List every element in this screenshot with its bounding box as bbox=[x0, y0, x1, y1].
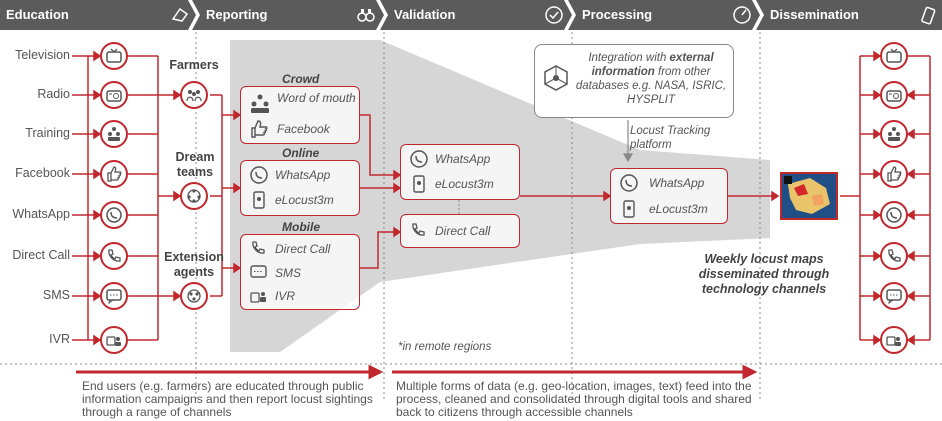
channel-facebook-label: Facebook bbox=[15, 166, 70, 180]
mobile-item-ivr: IVR bbox=[275, 289, 296, 303]
network-cube-icon bbox=[544, 65, 568, 91]
phone-icon bbox=[880, 242, 908, 270]
tracking-platform-label: Locust Tracking platform bbox=[630, 125, 711, 151]
validation-row-direct-call: Direct Call bbox=[409, 221, 490, 241]
whatsapp-icon bbox=[250, 166, 268, 184]
ivr-icon bbox=[250, 292, 266, 303]
sms-icon bbox=[880, 282, 908, 310]
channel-television-label: Television bbox=[15, 48, 70, 62]
online-box: WhatsApp eLocust3m bbox=[240, 160, 360, 216]
processing-row-whatsapp: WhatsApp bbox=[619, 173, 704, 193]
map-illustration bbox=[782, 174, 836, 218]
mobile-item-direct-call: Direct Call bbox=[275, 242, 331, 256]
bottom-right-description: Multiple forms of data (e.g. geo-locatio… bbox=[396, 379, 752, 419]
whatsapp-icon bbox=[880, 201, 908, 229]
dial-icon bbox=[733, 6, 751, 24]
whatsapp-icon bbox=[410, 150, 428, 168]
crowd-thumbs-up-icon bbox=[251, 120, 268, 138]
processing-item-whatsapp: WhatsApp bbox=[649, 176, 705, 190]
crowd-box: Word of mouth Facebook bbox=[240, 86, 360, 144]
radio-icon bbox=[100, 81, 128, 109]
remote-footnote: *in remote regions bbox=[398, 341, 492, 353]
phone-icon bbox=[252, 241, 265, 254]
bottom-left-description: End users (e.g. farmers) are educated th… bbox=[82, 379, 373, 419]
validation-item-whatsapp: WhatsApp bbox=[435, 152, 491, 166]
mobile-device-icon bbox=[413, 175, 425, 193]
channel-sms-label: SMS bbox=[42, 288, 70, 302]
validation-item-elocust3m: eLocust3m bbox=[435, 177, 494, 191]
sms-icon bbox=[250, 265, 267, 278]
mobile-row-direct-call: Direct Call bbox=[249, 239, 330, 259]
people-group-icon bbox=[100, 120, 128, 148]
validation-item-direct-call: Direct Call bbox=[435, 224, 491, 238]
mobile-row-ivr: IVR bbox=[249, 286, 295, 306]
online-item-elocust3m: eLocust3m bbox=[275, 193, 334, 207]
header-bar bbox=[0, 0, 942, 30]
locust-map-image bbox=[780, 172, 838, 220]
group-dream-teams-label: Dream teams bbox=[175, 150, 215, 179]
external-info-suffix: from other databases e.g. NASA, ISRIC, H… bbox=[575, 66, 727, 106]
weekly-maps-caption: Weekly locust maps disseminated through … bbox=[698, 252, 830, 296]
binoculars-icon bbox=[357, 9, 375, 22]
farmers-icon bbox=[180, 81, 208, 109]
phone-icon bbox=[412, 223, 425, 236]
stage-education: Education bbox=[6, 7, 69, 22]
crowd-people-icon bbox=[251, 94, 269, 113]
validation-call-box: Direct Call bbox=[400, 214, 520, 248]
send-phone-icon bbox=[921, 6, 936, 25]
tv-icon bbox=[880, 42, 908, 70]
radio-icon bbox=[880, 81, 908, 109]
mobile-device-icon bbox=[623, 200, 635, 218]
channel-radio-label: Radio bbox=[37, 87, 70, 101]
thumbs-up-icon bbox=[100, 160, 128, 188]
external-info-text: Integration with external information fr… bbox=[575, 51, 727, 107]
group-extension-agents-label: Extension agents bbox=[164, 250, 224, 279]
validation-online-box: WhatsApp eLocust3m bbox=[400, 144, 520, 200]
online-title: Online bbox=[282, 146, 320, 160]
stage-validation: Validation bbox=[394, 7, 456, 22]
processing-row-elocust: eLocust3m bbox=[619, 199, 708, 219]
online-row-elocust: eLocust3m bbox=[249, 190, 334, 210]
ivr-icon bbox=[880, 326, 908, 354]
mobile-title: Mobile bbox=[282, 220, 320, 234]
validation-row-whatsapp: WhatsApp bbox=[409, 149, 490, 169]
ivr-icon bbox=[100, 326, 128, 354]
external-info-prefix: Integration with bbox=[588, 52, 670, 64]
pin-icon bbox=[171, 7, 189, 22]
check-circle-icon bbox=[545, 6, 563, 24]
external-info-bold: external information bbox=[591, 52, 714, 78]
online-item-whatsapp: WhatsApp bbox=[275, 168, 331, 182]
agents-icon bbox=[180, 282, 208, 310]
whatsapp-icon bbox=[620, 174, 638, 192]
phone-icon bbox=[100, 242, 128, 270]
group-farmers-label: Farmers bbox=[169, 58, 219, 72]
sms-icon bbox=[100, 282, 128, 310]
thumbs-up-icon bbox=[880, 160, 908, 188]
stage-header: Education Reporting Validation Processin… bbox=[0, 0, 942, 30]
crowd-title: Crowd bbox=[282, 72, 320, 86]
crowd-item-facebook: Facebook bbox=[277, 122, 330, 136]
team-icon bbox=[180, 182, 208, 210]
mobile-item-sms: SMS bbox=[275, 266, 302, 280]
people-group-icon bbox=[880, 120, 908, 148]
stage-reporting: Reporting bbox=[206, 7, 268, 22]
external-info-box: Integration with external information fr… bbox=[534, 44, 734, 118]
stage-dissemination: Dissemination bbox=[770, 7, 859, 22]
channel-whatsapp-label: WhatsApp bbox=[12, 207, 70, 221]
tv-icon bbox=[100, 42, 128, 70]
crowd-item-word-of-mouth: Word of mouth bbox=[277, 91, 356, 105]
channel-ivr-label: IVR bbox=[49, 332, 70, 346]
whatsapp-icon bbox=[100, 201, 128, 229]
mobile-device-icon bbox=[253, 191, 265, 209]
stage-processing: Processing bbox=[582, 7, 653, 22]
validation-row-elocust: eLocust3m bbox=[409, 174, 494, 194]
online-row-whatsapp: WhatsApp bbox=[249, 165, 330, 185]
processing-item-elocust3m: eLocust3m bbox=[649, 202, 708, 216]
channel-direct-call-label: Direct Call bbox=[12, 248, 70, 262]
mobile-box: Direct Call SMS IVR bbox=[240, 234, 360, 310]
channel-training-label: Training bbox=[25, 126, 70, 140]
processing-box: WhatsApp eLocust3m bbox=[610, 168, 728, 224]
mobile-row-sms: SMS bbox=[249, 263, 301, 283]
